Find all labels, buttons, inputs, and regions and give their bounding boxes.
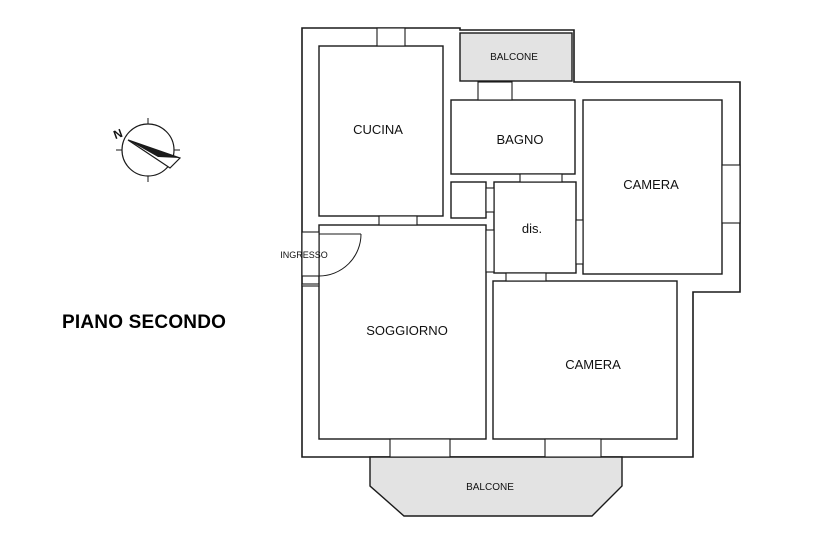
room-soggiorno xyxy=(318,224,487,440)
window-soggiorno xyxy=(389,438,451,458)
window-bagno xyxy=(477,81,513,101)
label-camera-1: CAMERA xyxy=(623,177,679,192)
window-camera-1 xyxy=(721,164,741,224)
door-camera-2 xyxy=(505,272,547,282)
compass-north-label: N xyxy=(112,126,125,142)
plan-title: PIANO SECONDO xyxy=(62,312,227,333)
label-camera-2: CAMERA xyxy=(565,357,621,372)
door-cucina xyxy=(378,215,418,226)
room-camera-2 xyxy=(492,280,678,440)
compass-icon xyxy=(116,118,182,182)
label-dis: dis. xyxy=(522,221,542,236)
balcony-top xyxy=(459,32,573,82)
door-camera-1 xyxy=(575,219,584,265)
label-balcone-top: BALCONE xyxy=(490,52,538,63)
label-cucina: CUCINA xyxy=(353,122,403,137)
wall-ingresso-mark xyxy=(301,283,320,287)
room-closet xyxy=(450,181,487,219)
label-soggiorno: SOGGIORNO xyxy=(366,323,448,338)
balcony-bottom xyxy=(369,456,623,517)
door-closet xyxy=(485,187,495,213)
door-soggiorno-dis xyxy=(485,229,495,273)
room-bagno xyxy=(450,99,576,175)
window-cucina xyxy=(376,27,406,47)
door-bagno xyxy=(519,173,563,183)
entrance-door-swing xyxy=(318,233,362,277)
label-bagno: BAGNO xyxy=(497,132,544,147)
label-ingresso: INGRESSO xyxy=(280,250,328,260)
window-camera-2 xyxy=(544,438,602,458)
room-dis xyxy=(493,181,577,274)
label-balcone-bottom: BALCONE xyxy=(466,482,514,493)
